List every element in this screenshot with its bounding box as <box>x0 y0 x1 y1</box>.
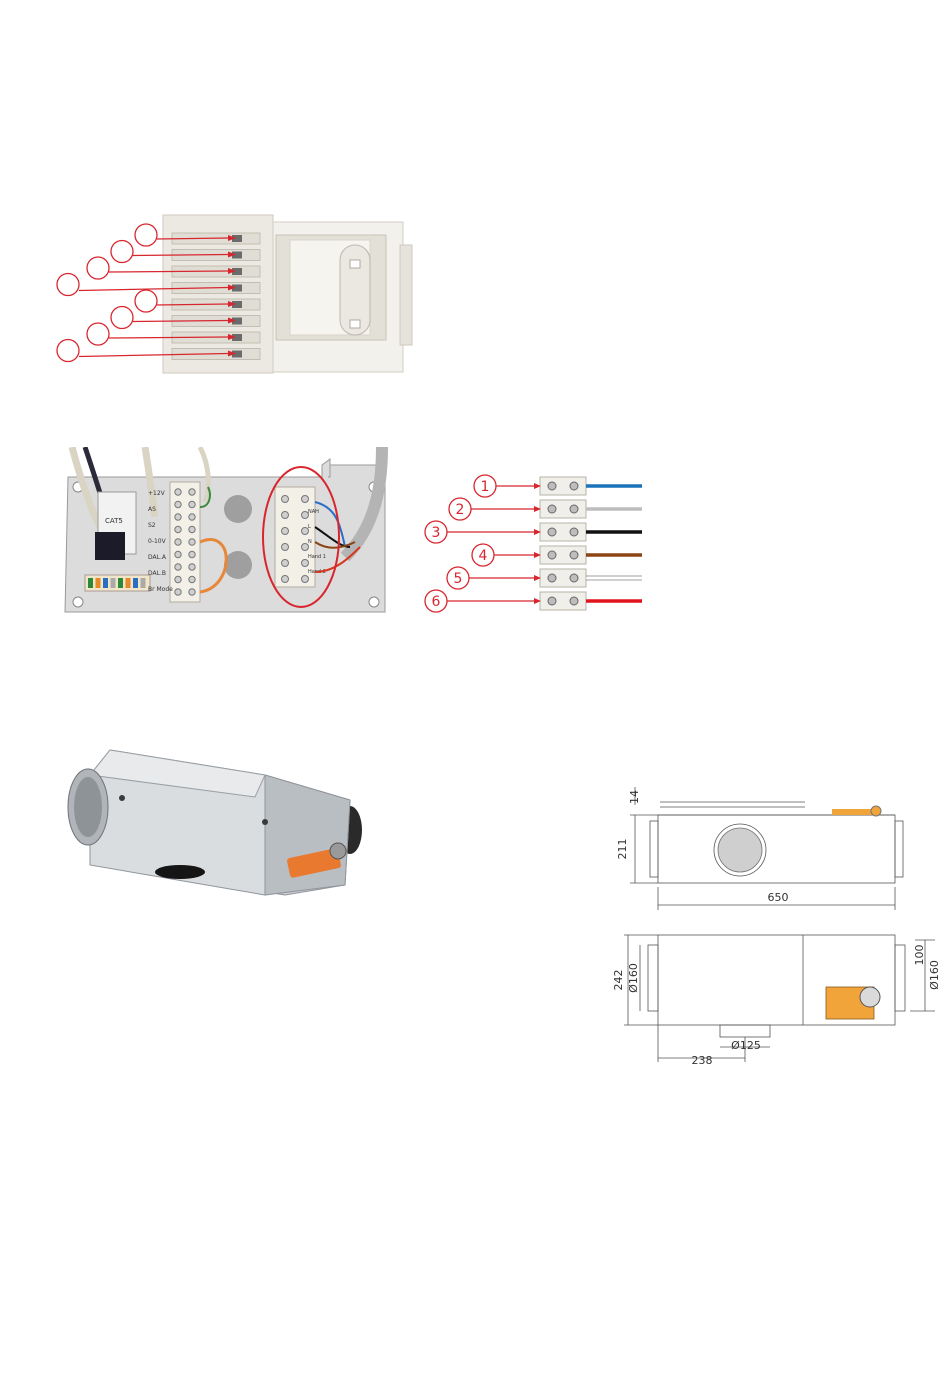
dimension-drawing: 14 211 650 242 Ø160 100 Ø160 Ø125 238 <box>610 775 945 1070</box>
small-terminal-pin <box>103 578 108 588</box>
terminal-screw <box>570 505 578 513</box>
dim-650: 650 <box>768 891 789 904</box>
screw <box>189 576 195 582</box>
callout-circle <box>135 290 157 312</box>
screw <box>175 489 181 495</box>
terminal-number: 4 <box>479 548 488 564</box>
dim-211: 211 <box>616 839 629 860</box>
small-terminal-pin <box>118 578 123 588</box>
callout-circle <box>135 224 157 246</box>
screw <box>189 564 195 570</box>
screw <box>175 514 181 520</box>
dim-238: 238 <box>692 1054 713 1067</box>
small-terminal-pin <box>126 578 131 588</box>
terminal-block <box>540 523 586 541</box>
terminal-screw <box>548 528 556 536</box>
screw <box>175 564 181 570</box>
callout-circle <box>57 274 79 296</box>
screw <box>282 512 289 519</box>
board-left-label: AS <box>148 506 156 513</box>
board-right-label: Hand 1 <box>308 554 326 560</box>
board-left-label: Br Mode <box>148 586 173 593</box>
terminal-screw <box>570 482 578 490</box>
terminal-block <box>540 546 586 564</box>
dim-100: 100 <box>913 945 926 966</box>
screw <box>175 589 181 595</box>
terminal-number: 1 <box>481 479 490 495</box>
board-left-label: +12V <box>148 490 166 497</box>
small-terminal-pin <box>133 578 138 588</box>
screw <box>175 551 181 557</box>
dim-242: 242 <box>612 970 625 991</box>
callout-circle <box>87 323 109 345</box>
board-right-label: NAH <box>308 509 319 515</box>
screw <box>282 576 289 583</box>
dim-125: Ø125 <box>731 1039 761 1052</box>
small-terminal-pin <box>88 578 93 588</box>
screw <box>175 539 181 545</box>
terminal-number: 6 <box>432 594 441 610</box>
damper-unit-photo <box>60 745 370 905</box>
terminal-number: 3 <box>432 525 441 541</box>
board-right-label: L <box>308 524 311 530</box>
terminal-number: 5 <box>454 571 463 587</box>
board-left-label: DAL.A <box>148 554 167 561</box>
callout-circle <box>111 307 133 329</box>
terminal-block <box>540 569 586 587</box>
screw <box>302 576 309 583</box>
screw <box>189 589 195 595</box>
dim-160-right: Ø160 <box>928 960 941 990</box>
terminal-block <box>540 500 586 518</box>
callout-circle <box>111 241 133 263</box>
screw <box>189 526 195 532</box>
terminal-screw <box>548 597 556 605</box>
screw <box>302 496 309 503</box>
screw <box>282 496 289 503</box>
screw <box>282 528 289 535</box>
small-terminal-pin <box>111 578 116 588</box>
screw <box>175 526 181 532</box>
dim-14: 14 <box>628 790 641 804</box>
terminal-block <box>540 477 586 495</box>
terminal-screw <box>570 528 578 536</box>
terminal-screw <box>548 505 556 513</box>
board-cable-label: CAT5 <box>105 517 123 525</box>
board-left-label: DAL.B <box>148 570 166 577</box>
board-left-label: S2 <box>148 522 156 529</box>
terminal-screw <box>570 551 578 559</box>
screw <box>282 560 289 567</box>
terminal-screw <box>548 574 556 582</box>
terminal-block <box>540 592 586 610</box>
terminal-strip-diagram: 123 456 <box>420 468 650 623</box>
board-left-label: 0-10V <box>148 538 167 545</box>
screw <box>175 576 181 582</box>
screw <box>189 539 195 545</box>
small-terminal-pin <box>141 578 146 588</box>
connector-photo <box>50 210 420 380</box>
screw <box>282 544 289 551</box>
terminal-screw <box>570 574 578 582</box>
screw <box>189 501 195 507</box>
screw <box>302 560 309 567</box>
screw <box>189 514 195 520</box>
screw <box>175 501 181 507</box>
terminal-number: 2 <box>456 502 465 518</box>
terminal-screw <box>548 551 556 559</box>
small-terminal-pin <box>96 578 101 588</box>
callout-circle <box>57 340 79 362</box>
board-right-label: N <box>308 539 312 545</box>
terminal-board-photo: CAT5 +12V AS S2 0-10V DAL.A DAL.B Br Mode NAH L… <box>60 447 400 617</box>
terminal-screw <box>570 597 578 605</box>
terminal-screw <box>548 482 556 490</box>
screw <box>189 551 195 557</box>
callout-circle <box>87 257 109 279</box>
dim-160-left: Ø160 <box>627 963 640 993</box>
screw <box>189 489 195 495</box>
